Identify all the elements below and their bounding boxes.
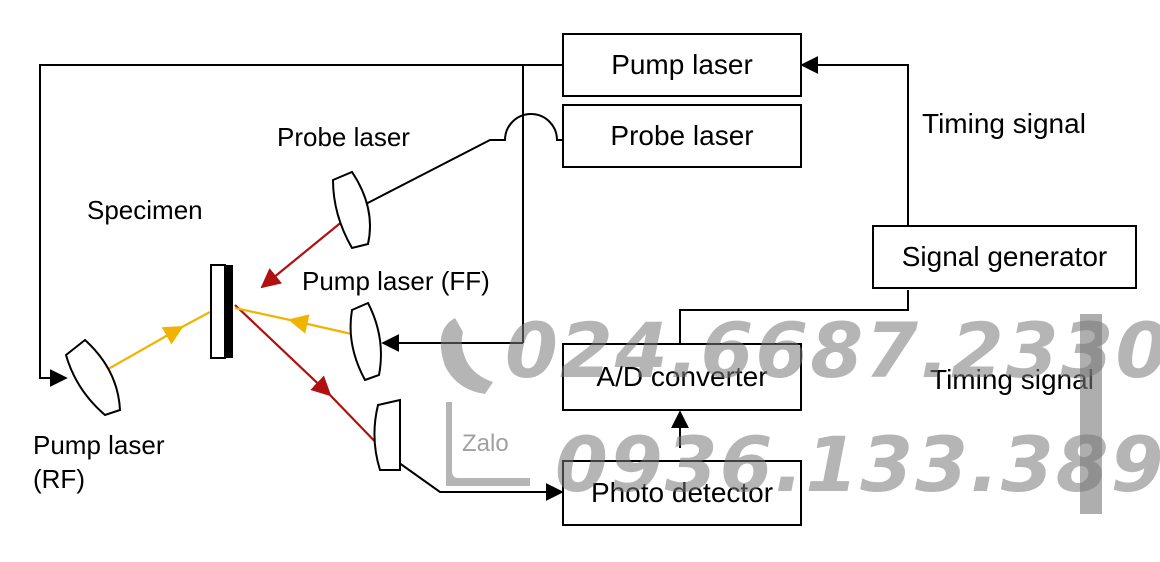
probe-beam-out xyxy=(234,304,332,397)
watermark-bar xyxy=(1080,314,1102,514)
timing-signal-label-2: Timing signal xyxy=(930,364,1094,395)
watermark-phone-1: 024.6687.2330 xyxy=(505,306,1160,395)
probe-lens xyxy=(331,170,371,250)
timing-signal-wire xyxy=(800,56,909,225)
probe-laser-box: Probe laser xyxy=(562,104,802,168)
lens-to-detector-wire xyxy=(387,454,564,501)
pump-laser-rf-label-2: (RF) xyxy=(33,464,85,494)
ad-converter-box: A/D converter xyxy=(562,343,802,411)
probe-laser-label: Probe laser xyxy=(277,122,410,152)
ff-lens xyxy=(349,301,382,382)
rf-lens xyxy=(64,338,122,417)
zalo-label: Zalo xyxy=(462,430,509,457)
watermark-phone-2: 0936.133.389 xyxy=(555,420,1160,509)
timing-signal-label: Timing signal xyxy=(922,108,1086,139)
signal-generator-box: Signal generator xyxy=(872,225,1137,289)
detector-lens xyxy=(373,398,402,471)
pump-to-rf-wire xyxy=(39,64,563,387)
timing-signal-wire-2 xyxy=(679,290,909,343)
probe-fiber xyxy=(359,113,563,208)
pump-laser-ff-label: Pump laser (FF) xyxy=(302,266,490,296)
pump-ff-beam-2 xyxy=(234,306,291,322)
specimen-label: Specimen xyxy=(87,195,203,225)
zalo-icon xyxy=(446,402,530,486)
specimen-coating xyxy=(225,265,233,358)
photo-detector-box: Photo detector xyxy=(562,460,802,526)
pump-laser-rf-label-1: Pump laser xyxy=(33,430,165,460)
pump-rf-beam xyxy=(102,326,184,373)
phone-icon xyxy=(440,318,493,394)
pump-rf-beam-2 xyxy=(181,311,211,328)
pump-laser-box: Pump laser xyxy=(562,33,802,97)
